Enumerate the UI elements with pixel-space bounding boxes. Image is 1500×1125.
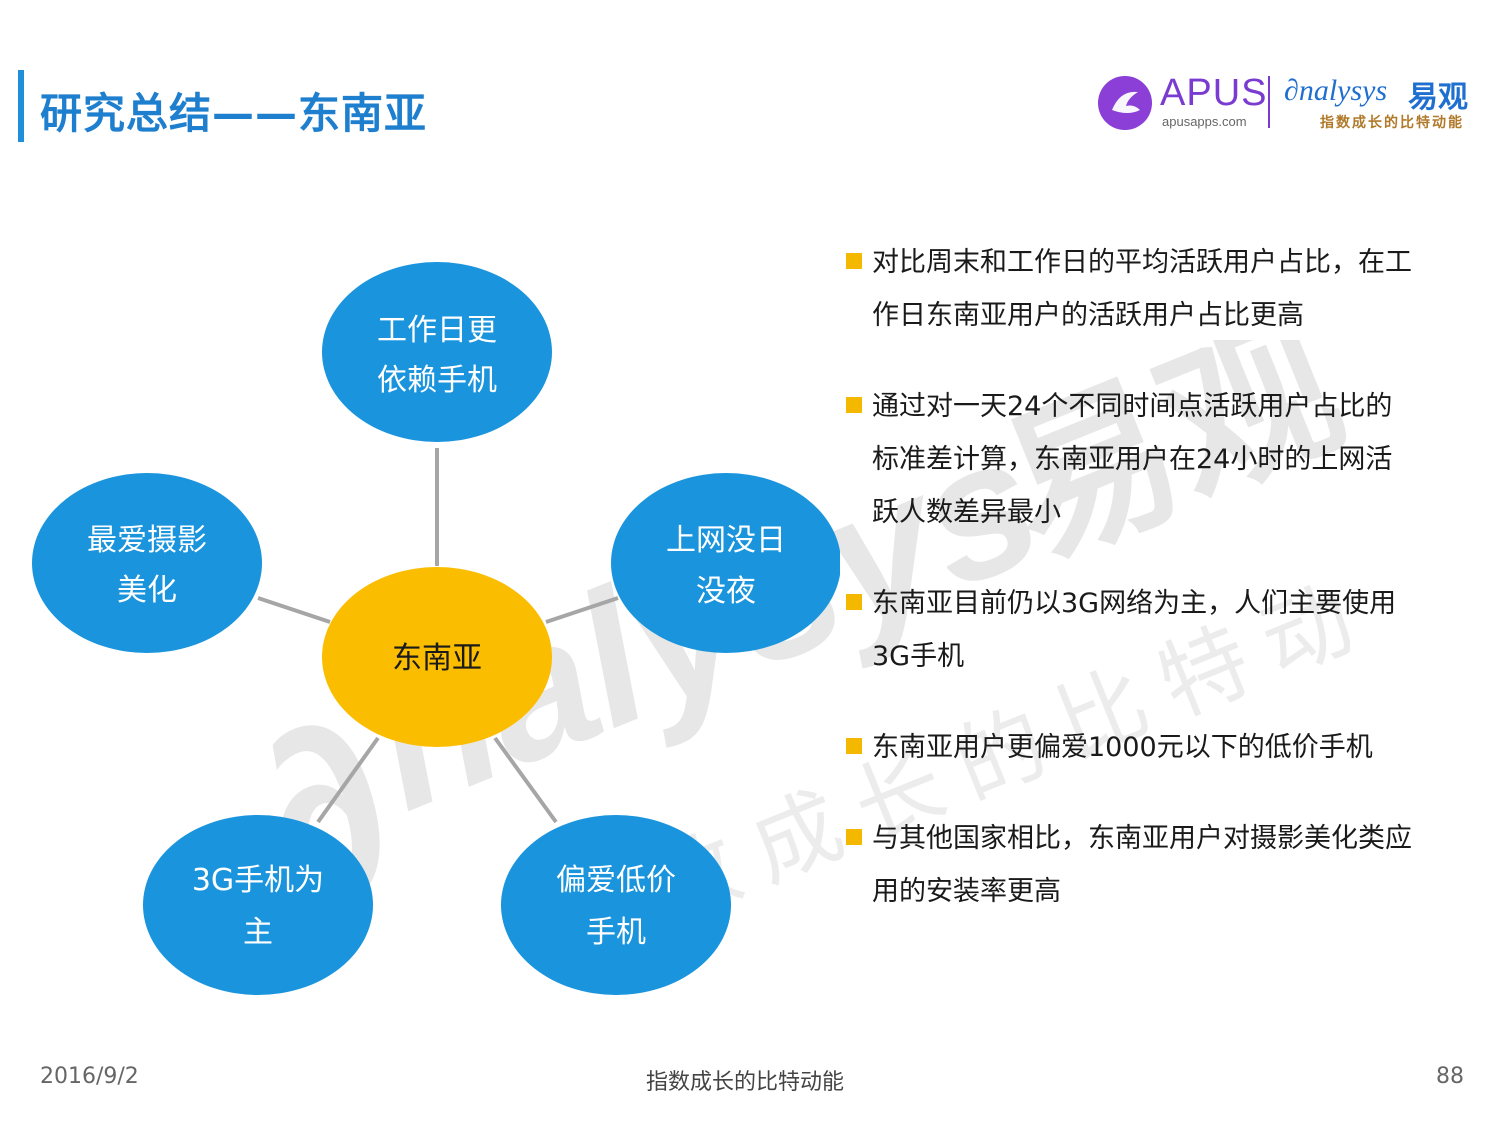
analysys-mark: ∂ <box>1284 74 1299 107</box>
connector-bottom-right <box>493 736 558 824</box>
apus-url: apusapps.com <box>1162 114 1247 129</box>
node-bottom-right <box>501 815 731 995</box>
logo-divider <box>1268 76 1270 128</box>
node-top-line1: 工作日更 <box>377 313 497 348</box>
bullet-line: 通过对一天24个不同时间点活跃用户占比的 <box>872 391 1393 422</box>
bullet-line: 3G手机 <box>872 641 965 672</box>
bullet-line: 用的安装率更高 <box>872 876 1061 907</box>
connector-left <box>257 596 331 624</box>
bullet-line: 东南亚目前仍以3G网络为主，人们主要使用 <box>872 588 1397 619</box>
node-bottom-left <box>143 815 373 995</box>
bullet-line: 与其他国家相比，东南亚用户对摄影美化类应 <box>872 823 1412 854</box>
bullet-item: 东南亚目前仍以3G网络为主，人们主要使用 3G手机 <box>846 577 1476 683</box>
bullet-line: 标准差计算，东南亚用户在24小时的上网活 <box>872 444 1393 475</box>
bullet-line: 跃人数差异最小 <box>872 497 1061 528</box>
hub-spoke-diagram: 工作日更 依赖手机 上网没日 没夜 偏爱低价 手机 3G手机为 主 最爱摄影 美… <box>32 262 840 995</box>
bullet-item: 东南亚用户更偏爱1000元以下的低价手机 <box>846 721 1476 774</box>
node-top <box>322 262 552 442</box>
footer-slogan: 指数成长的比特动能 <box>646 1070 845 1095</box>
page-title: 研究总结——东南亚 <box>40 89 428 138</box>
analysys-word: nalysys <box>1298 74 1388 107</box>
bullet-line: 对比周末和工作日的平均活跃用户占比，在工 <box>872 247 1412 278</box>
node-center <box>322 567 552 747</box>
logo-slogan: 指数成长的比特动能 <box>1320 115 1464 131</box>
node-bottom-right-line1: 偏爱低价 <box>556 863 676 898</box>
page-number: 88 <box>1436 1064 1464 1089</box>
apus-logo-text: APUS <box>1160 72 1268 114</box>
analysys-logo-text: ∂nalysys <box>1284 74 1387 108</box>
bullet-square-icon <box>846 397 862 413</box>
node-right <box>611 473 840 653</box>
node-right-line2: 没夜 <box>696 574 756 609</box>
node-center-label: 东南亚 <box>392 641 482 676</box>
footer-date: 2016/9/2 <box>40 1064 139 1089</box>
bullet-square-icon <box>846 738 862 754</box>
bullet-item: 对比周末和工作日的平均活跃用户占比，在工 作日东南亚用户的活跃用户占比更高 <box>846 236 1476 342</box>
node-right-line1: 上网没日 <box>666 523 786 558</box>
node-bottom-right-line2: 手机 <box>586 915 646 950</box>
bullet-item: 与其他国家相比，东南亚用户对摄影美化类应 用的安装率更高 <box>846 812 1476 918</box>
yiguan-logo-text: 易观 <box>1408 80 1468 115</box>
title-accent-bar <box>18 70 24 142</box>
bullet-square-icon <box>846 594 862 610</box>
bullet-line: 东南亚用户更偏爱1000元以下的低价手机 <box>872 732 1373 763</box>
bullet-item: 通过对一天24个不同时间点活跃用户占比的 标准差计算，东南亚用户在24小时的上网… <box>846 380 1476 539</box>
node-left-line1: 最爱摄影 <box>87 523 207 558</box>
connector-right <box>545 596 619 624</box>
logo-area: APUS apusapps.com ∂nalysys 易观 指数成长的比特动能 <box>1098 70 1478 140</box>
summary-bullets: 对比周末和工作日的平均活跃用户占比，在工 作日东南亚用户的活跃用户占比更高 通过… <box>846 236 1476 918</box>
bullet-square-icon <box>846 829 862 845</box>
connector-bottom-left <box>316 736 380 824</box>
apus-logo-icon <box>1098 76 1152 130</box>
node-top-line2: 依赖手机 <box>377 363 497 398</box>
bullet-square-icon <box>846 253 862 269</box>
node-bottom-left-line1: 3G手机为 <box>192 863 324 898</box>
bullet-line: 作日东南亚用户的活跃用户占比更高 <box>872 300 1304 331</box>
node-bottom-left-line2: 主 <box>243 915 273 950</box>
node-left-line2: 美化 <box>117 573 177 608</box>
node-left <box>32 473 262 653</box>
